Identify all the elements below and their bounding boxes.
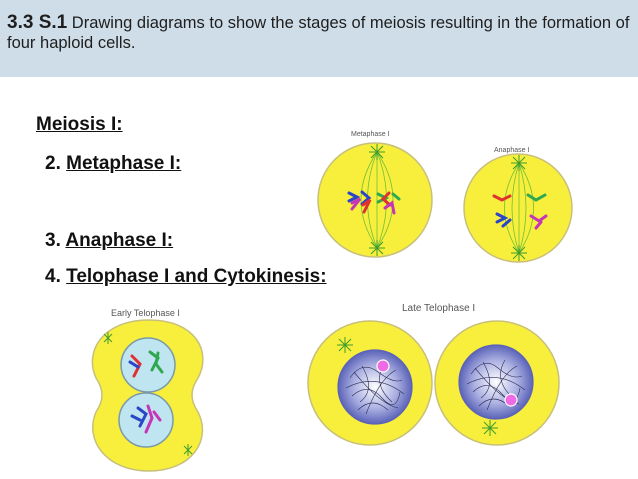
metaphase-title: Metaphase I: xyxy=(66,153,182,174)
metaphase-number: 2. xyxy=(45,153,67,174)
metaphase-top-pole-icon xyxy=(369,144,385,160)
early-telophase-chromosomes xyxy=(128,350,164,434)
late-telophase-left-cell xyxy=(307,320,433,446)
anaphase-top-pole-icon xyxy=(511,155,527,171)
meiosis-heading: Meiosis I: xyxy=(36,114,123,135)
header-code: 3.3 S.1 xyxy=(7,12,68,33)
early-telophase-bottom-pole-icon xyxy=(183,444,193,456)
early-telophase-diagram-label: Early Telophase I xyxy=(111,308,180,318)
metaphase-bottom-pole-icon xyxy=(369,240,385,256)
telophase-title: Telophase I and Cytokinesis: xyxy=(66,266,327,287)
anaphase-heading: 3. Anaphase I: xyxy=(45,230,173,252)
early-telophase-top-nucleus xyxy=(120,337,176,393)
early-telophase-top-pole-icon xyxy=(103,332,113,344)
metaphase-cell xyxy=(317,142,433,258)
early-telophase-cell xyxy=(91,319,204,472)
anaphase-number: 3. xyxy=(45,230,66,251)
late-telophase-diagram-label: Late Telophase I xyxy=(402,303,476,314)
anaphase-diagram-label: Anaphase I xyxy=(494,147,530,154)
late-telophase-right-cell xyxy=(434,320,560,446)
telophase-number: 4. xyxy=(45,266,67,287)
late-telophase-right-nucleolus xyxy=(504,393,518,407)
late-telophase-right-pole-icon xyxy=(482,420,498,436)
anaphase-spindle xyxy=(504,162,534,254)
anaphase-title: Anaphase I: xyxy=(65,230,174,251)
metaphase-chromosomes xyxy=(347,190,401,215)
header-text: 3.3 S.1 Drawing diagrams to show the sta… xyxy=(7,13,637,53)
late-telophase-left-nucleolus xyxy=(376,359,390,373)
late-telophase-left-pole-icon xyxy=(337,337,353,353)
telophase-heading: 4. Telophase I and Cytokinesis: xyxy=(45,266,327,288)
metaphase-diagram-label: Metaphase I xyxy=(351,131,390,138)
anaphase-bottom-pole-icon xyxy=(511,245,527,261)
anaphase-chromosomes xyxy=(492,193,548,230)
header-banner: 3.3 S.1 Drawing diagrams to show the sta… xyxy=(0,0,638,77)
anaphase-cell xyxy=(463,153,573,263)
header-description: Drawing diagrams to show the stages of m… xyxy=(7,14,630,52)
metaphase-heading: 2. Metaphase I: xyxy=(45,153,181,175)
early-telophase-bottom-nucleus xyxy=(118,392,174,448)
late-telophase-left-chromatin xyxy=(345,363,405,415)
